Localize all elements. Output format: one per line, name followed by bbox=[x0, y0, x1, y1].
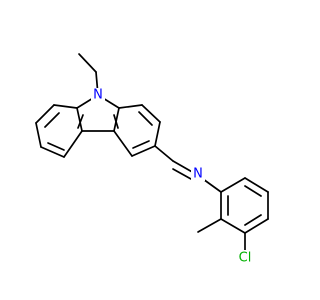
bond-ring-ch bbox=[154, 145, 174, 162]
atom-n-imine: N bbox=[191, 167, 205, 182]
bond-ch2-ch3 bbox=[78, 53, 97, 73]
imine-linker bbox=[154, 145, 222, 193]
bond-n-aryl bbox=[202, 178, 222, 193]
atom-n-carbazole: N bbox=[91, 88, 105, 103]
atom-cl: Cl bbox=[235, 250, 255, 266]
bond-ch-n-b bbox=[172, 168, 192, 180]
molecule-structure: N N Cl bbox=[35, 53, 269, 266]
carbazole-left-benzene bbox=[35, 104, 84, 158]
bond-methyl bbox=[197, 218, 222, 233]
nitrogen-label-carbazole: N bbox=[93, 88, 103, 103]
chlorine-label: Cl bbox=[239, 251, 252, 266]
nitrogen-label-imine: N bbox=[193, 167, 203, 182]
chloromethylphenyl-ring bbox=[197, 177, 269, 252]
bond-ch-n-a bbox=[172, 160, 195, 174]
carbazole-right-benzene bbox=[113, 104, 161, 157]
